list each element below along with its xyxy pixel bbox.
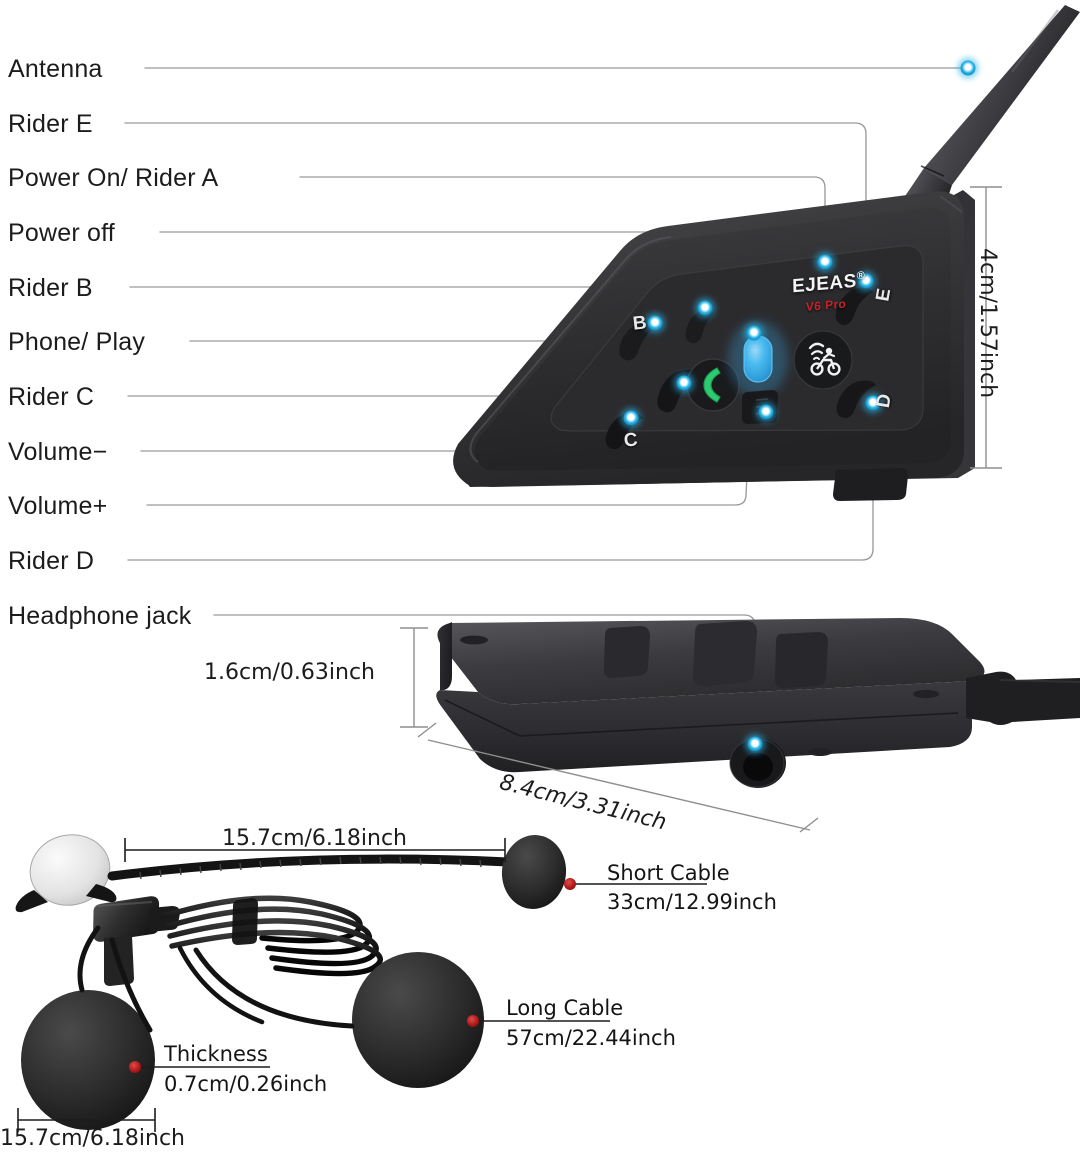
callout-label-rider-b: Rider B [8, 274, 93, 302]
headset-callout-value-thickness: 0.7cm/0.26inch [164, 1072, 328, 1096]
dimension-height-guide [970, 186, 1002, 469]
callout-label-headphone-jack: Headphone jack [8, 602, 192, 630]
callout-label-volume-up: Volume+ [8, 492, 108, 520]
module-artwork [436, 618, 1080, 788]
dimension-module-guides [400, 627, 819, 833]
phone-handset-icon [703, 367, 721, 403]
dimension-main-height: 4cm/1.57inch [975, 248, 1000, 399]
marker-dot-thickness [129, 1061, 141, 1073]
callout-dot-antenna [960, 60, 976, 76]
headset-leader-lines [135, 883, 707, 1068]
callout-label-antenna: Antenna [8, 55, 103, 83]
callout-dot-rider-d [865, 395, 881, 411]
dimension-mic-boom-length: 15.7cm/6.18inch [222, 826, 408, 851]
callout-dot-rider-c [623, 410, 639, 426]
dimension-speaker-diameter: 15.7cm/6.18inch [0, 1126, 186, 1151]
callout-label-power-on: Power On/ Rider A [8, 164, 219, 192]
button-letter-c: C [622, 429, 639, 452]
headset-callout-title-short-cable: Short Cable [607, 861, 730, 885]
headset-artwork [15, 834, 567, 1130]
callout-label-rider-e: Rider E [8, 110, 93, 138]
callout-label-rider-d: Rider D [8, 547, 95, 575]
connector-plug [93, 896, 180, 986]
marker-dot-short-cable [564, 878, 576, 890]
headset-callout-value-short-cable: 33cm/12.99inch [607, 890, 777, 914]
callout-label-power-off: Power off [8, 219, 115, 247]
marker-dot-long-cable [467, 1015, 479, 1027]
callout-dot-power-on [817, 254, 833, 270]
callout-dot-rider-e [858, 273, 874, 289]
headset-callout-value-long-cable: 57cm/22.44inch [506, 1026, 676, 1050]
main-unit-body [453, 190, 975, 501]
callout-dot-volume-down [758, 404, 774, 420]
callout-dot-rider-b [647, 315, 663, 331]
callout-label-rider-c: Rider C [8, 383, 95, 411]
dimension-main-thickness: 1.6cm/0.63inch [204, 660, 376, 685]
callout-dot-volume-up [746, 325, 762, 341]
headset-callout-title-long-cable: Long Cable [506, 996, 624, 1020]
headset-dimension-guides [17, 838, 506, 1132]
callout-label-volume-down: Volume− [8, 438, 108, 466]
callout-dot-power-off [697, 300, 713, 316]
callout-dot-headphone-jack [747, 736, 763, 752]
callout-label-phone-play: Phone/ Play [8, 328, 146, 356]
motorcycle-wifi-icon [808, 342, 841, 376]
headset-callout-title-thickness: Thickness [164, 1042, 268, 1066]
callout-dot-phone-play [676, 375, 692, 391]
button-letter-b: B [631, 312, 648, 335]
